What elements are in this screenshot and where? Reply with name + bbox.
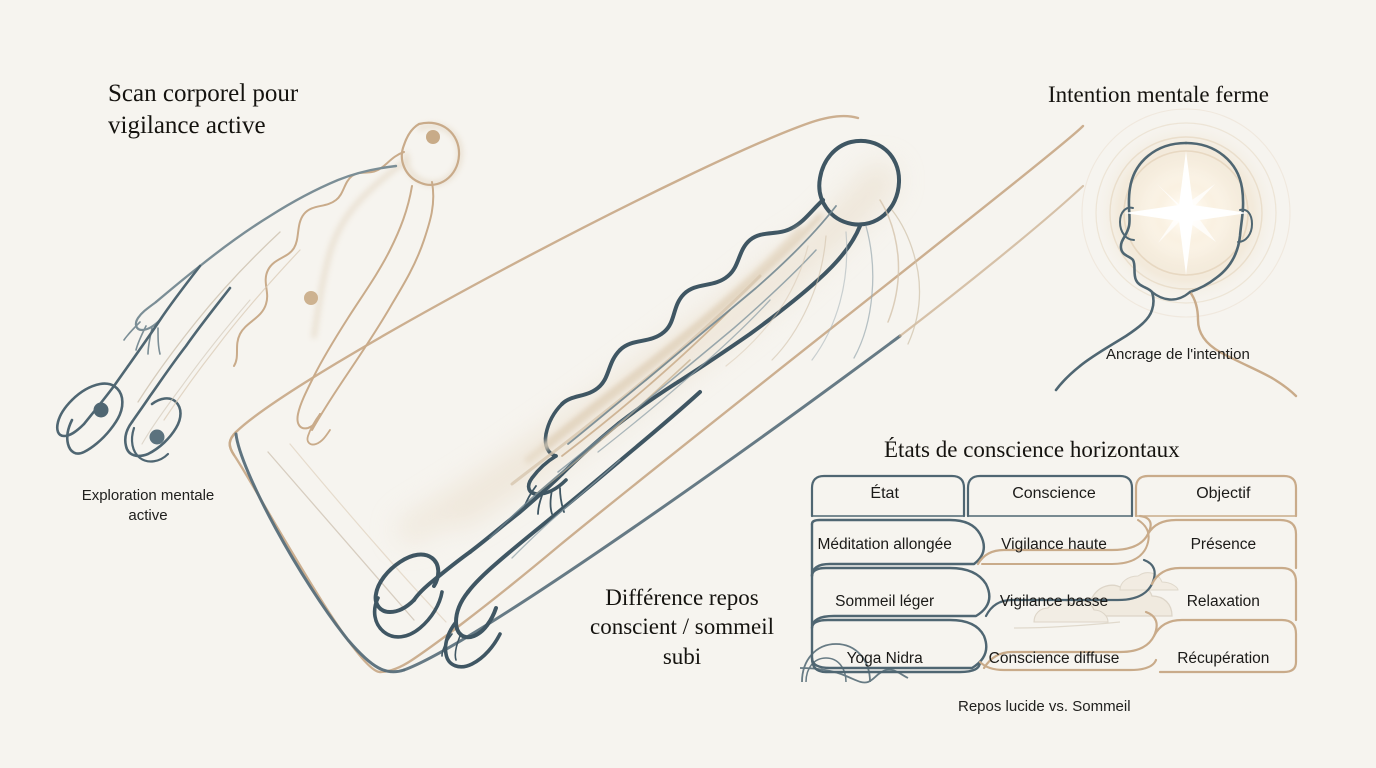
table-cell: Relaxation bbox=[1186, 592, 1260, 610]
table-cell: Vigilance haute bbox=[1001, 535, 1107, 553]
scan-title: Scan corporel pour vigilance active bbox=[108, 80, 299, 139]
table-grid: État Conscience Objectif Méditation allo… bbox=[800, 472, 1308, 688]
scan-dot-foot-left bbox=[93, 402, 109, 418]
star-burst bbox=[1124, 151, 1248, 275]
table-cell: Présence bbox=[1190, 535, 1257, 553]
difference-title: Différence repos conscient / sommeil sub… bbox=[590, 585, 774, 669]
table-cell: Méditation allongée bbox=[817, 535, 952, 553]
table-header-cell: Objectif bbox=[1196, 485, 1251, 502]
intention-title: Intention mentale ferme bbox=[1048, 82, 1269, 107]
reclining-figure-ghost bbox=[55, 121, 463, 463]
table-caption: Repos lucide vs. Sommeil bbox=[958, 698, 1131, 715]
head-intention-glyph bbox=[1054, 108, 1298, 398]
table-cell: Vigilance basse bbox=[999, 592, 1109, 610]
states-title: États de conscience horizontaux bbox=[884, 437, 1180, 462]
table-cell: Conscience diffuse bbox=[988, 650, 1120, 668]
scan-dot-head bbox=[426, 130, 440, 144]
table-cell: Sommeil léger bbox=[835, 592, 935, 610]
table-borders bbox=[810, 474, 1298, 674]
table-header-cell: État bbox=[870, 485, 899, 502]
scan-dot-foot-right bbox=[149, 429, 165, 445]
table-cell: Yoga Nidra bbox=[846, 650, 923, 668]
reclining-figure-main bbox=[372, 138, 921, 669]
table-header-cell: Conscience bbox=[1012, 485, 1096, 502]
table-cell: Récupération bbox=[1177, 650, 1270, 668]
exploration-caption: Exploration mentale active bbox=[81, 487, 215, 524]
states-table: État Conscience Objectif Méditation allo… bbox=[800, 472, 1308, 688]
scan-dot-torso bbox=[304, 291, 318, 305]
anchor-caption: Ancrage de l'intention bbox=[1106, 346, 1250, 363]
